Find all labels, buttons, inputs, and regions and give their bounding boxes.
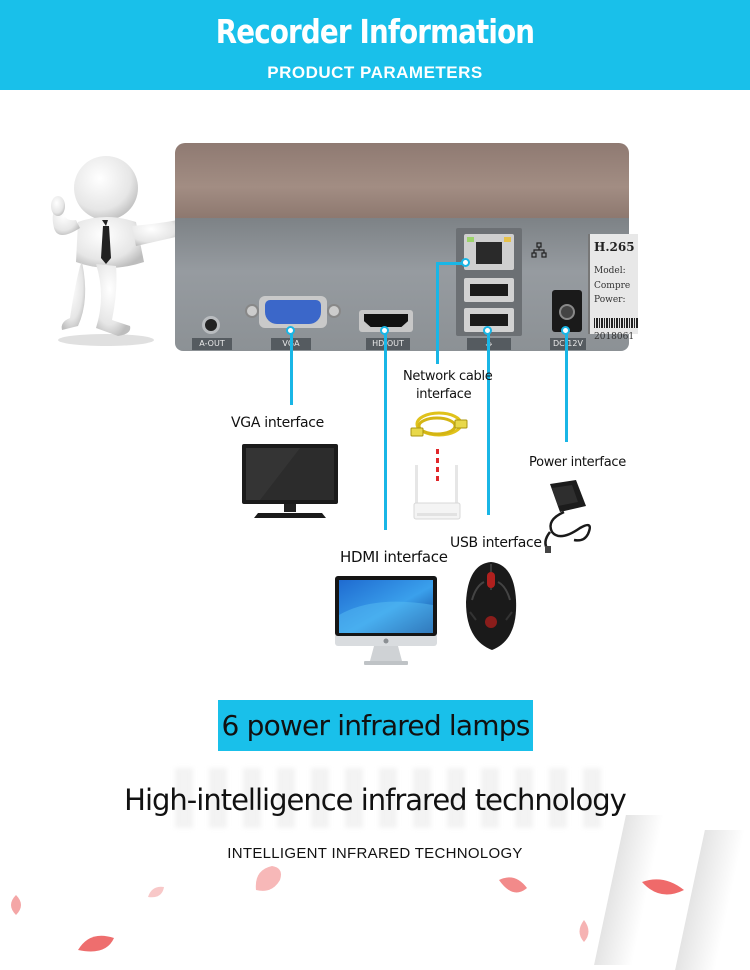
mouse-icon — [466, 562, 517, 650]
power-interface-label: Power interface — [529, 455, 626, 470]
sticker-line-model: Model: — [594, 266, 626, 276]
hdmi-interface-label: HDMI interface — [340, 548, 448, 566]
power-connector — [565, 330, 568, 442]
blurred-background-strip — [175, 768, 605, 828]
network-connector-h — [436, 262, 466, 265]
network-connector-v — [436, 262, 439, 364]
petal-icon — [255, 866, 281, 891]
petal-icon — [499, 877, 527, 893]
page-title: Recorder Information — [215, 12, 535, 51]
usb-interface-label: USB interface — [450, 535, 542, 551]
network-icon — [531, 242, 547, 258]
vga-connector — [290, 330, 293, 405]
infrared-lamps-label: 6 power infrared lamps — [221, 709, 531, 742]
petal-icon — [78, 935, 114, 952]
sticker-line-power: Power: — [594, 295, 626, 305]
network-connector-dot — [461, 258, 470, 267]
network-interface-label-2: interface — [416, 387, 472, 402]
cable-icon — [410, 411, 468, 437]
hdmi-port — [359, 310, 413, 332]
petal-icon — [11, 895, 21, 915]
power-connector-dot — [561, 326, 570, 335]
page-subtitle: PRODUCT PARAMETERS — [267, 63, 483, 82]
hdmi-label: HD OUT — [366, 338, 410, 350]
petal-icon — [642, 879, 684, 895]
audio-out-port — [202, 316, 220, 334]
dc-power-jack — [552, 290, 582, 332]
dc-label: DC 12V — [550, 338, 586, 350]
technology-title: High-intelligence infrared technology — [124, 783, 627, 817]
header-banner: Recorder Information PRODUCT PARAMETERS — [0, 0, 750, 90]
adapter-icon — [544, 480, 591, 553]
vga-connector-dot — [286, 326, 295, 335]
monitor-icon — [242, 444, 338, 518]
model-sticker: H.265 Model: Compre Power: 2018061 — [588, 234, 638, 342]
infrared-lamps-banner: 6 power infrared lamps — [218, 700, 533, 751]
hdmi-connector-dot — [380, 326, 389, 335]
rj45-port — [464, 234, 514, 270]
sticker-serial: 2018061 — [594, 332, 635, 342]
petal-icon — [148, 886, 164, 898]
recorder-lid — [175, 143, 629, 223]
network-interface-label-1: Network cable — [403, 369, 493, 384]
network-dashed-link — [436, 449, 439, 481]
model-code: H.265 — [594, 240, 635, 254]
usb-port-1 — [464, 278, 514, 302]
vga-interface-label: VGA interface — [231, 415, 324, 431]
hdmi-connector — [384, 330, 387, 530]
petal-icon — [579, 920, 589, 942]
imac-icon — [335, 576, 437, 665]
router-icon — [413, 465, 461, 520]
network-usb-stack — [456, 228, 522, 336]
figure-icon — [51, 156, 180, 346]
technology-subtitle: INTELLIGENT INFRARED TECHNOLOGY — [227, 845, 523, 862]
usb-connector-dot — [483, 326, 492, 335]
sticker-line-compression: Compre — [594, 281, 631, 291]
recorder-back-panel: A-OUT VGA HD OUT ⭌ DC 12V — [175, 218, 638, 351]
vga-port — [245, 296, 341, 330]
usb-connector — [487, 330, 490, 515]
barcode — [594, 318, 638, 328]
audio-out-label: A-OUT — [192, 338, 232, 350]
